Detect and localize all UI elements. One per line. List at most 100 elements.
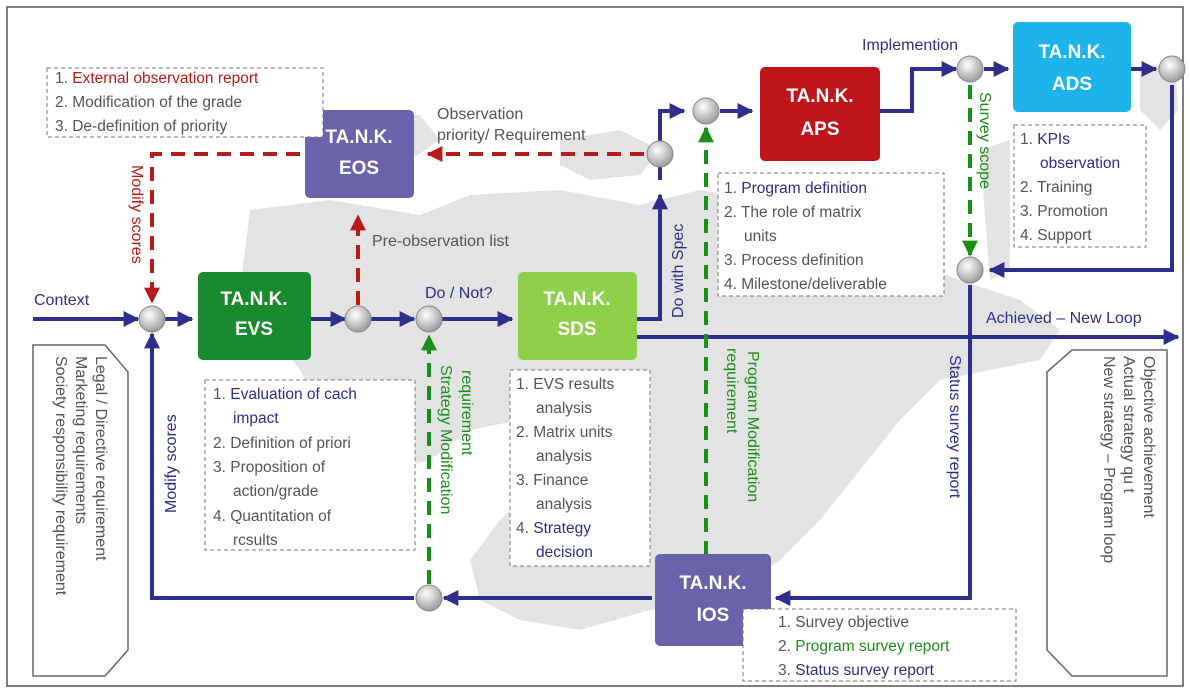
left-input-3: Society responsibility requirement [52,356,69,596]
label-observation-line1: Observation [437,106,523,123]
node-sds-line1: TA.N.K. [543,289,610,310]
note-ads-1-text: KPIs [1037,131,1070,148]
node-ios: TA.N.K. IOS [655,554,771,646]
note-sds-3: 3. Finance [516,472,588,489]
flow-modify-scores-return [144,332,414,600]
flow-aps-to-hub [880,61,958,113]
note-eos-1-text: External observation report [72,70,259,87]
note-evs-3b: action/grade [233,483,318,500]
flow-status-survey-to-ios [774,285,972,606]
red-feedback-lines [144,146,644,305]
hub-node-context [138,305,166,333]
left-input-1: Legal / Directive requirement [92,356,109,561]
hub-node-aps-in [692,97,720,125]
node-eos-line2: EOS [339,158,379,179]
label-implemention: Implemention [862,37,958,54]
label-program-modification-line2: requirement [723,348,740,434]
note-aps-1-text: Program definition [741,180,867,197]
node-ios-line2: IOS [697,605,730,626]
note-box-evs [204,379,416,551]
label-modify-scores-blue: Modify scores [163,414,180,513]
note-ios-2: 2. Program survey report [778,638,950,655]
label-modify-scores-red: Modify scores [128,165,145,264]
node-sds-box [518,272,637,360]
note-ads-2: 2. Training [1020,179,1092,196]
note-sds-4b: decision [536,544,593,561]
node-ads-line2: ADS [1052,74,1092,95]
right-output-2: Actual strategy qu t [1120,356,1137,494]
label-survey-scope: Survey scope [976,92,993,189]
note-eos-3: 3. De-definition of priority [55,118,228,135]
node-eos-box [305,110,414,198]
node-sds: TA.N.K. SDS [518,272,637,360]
hub-node-evs-out [344,305,372,333]
note-ios-2-text: Program survey report [795,638,950,655]
node-evs-line1: TA.N.K. [220,289,287,310]
node-eos-line1: TA.N.K. [325,127,392,148]
right-outputs-shape [1046,349,1168,677]
outer-frame [6,6,1184,687]
note-evs-4b: rcsults [233,532,278,549]
hub-node-survey [956,256,984,284]
left-inputs-panel: Legal / Directive requirement Marketing … [32,344,129,677]
left-inputs-shape [32,344,129,677]
node-sds-line2: SDS [557,319,596,340]
note-aps-1: 1. Program definition [724,180,867,197]
note-sds-2: 2. Matrix units [516,424,613,441]
main-flow-lines [33,61,1180,606]
note-evs-3: 3. Proposition of [213,459,326,476]
label-achieved-new-loop: Achieved – New Loop [986,310,1142,327]
node-ios-line1: TA.N.K. [679,573,746,594]
note-sds-1: 1. EVS results [516,376,614,393]
hub-node-observation [646,140,674,168]
note-evs-1-text: Evaluation of cach [230,386,357,403]
label-do-with-spec: Do with Spec [670,224,687,318]
note-aps-3: 3. Process definition [724,252,864,269]
node-evs: TA.N.K. EVS [198,272,311,360]
right-output-1: Objective achievement [1140,356,1157,518]
node-evs-box [198,272,311,360]
note-ios-1: 1. Survey objective [778,614,909,631]
label-strategy-modification-line2: requirement [458,370,475,456]
node-aps-line2: APS [800,119,839,140]
note-sds-4-text: Strategy [533,520,591,537]
note-aps-4: 4. Milestone/deliverable [724,276,887,293]
node-evs-line2: EVS [235,319,273,340]
right-output-3: New strategy – Program loop [1100,356,1117,563]
note-evs-1b: impact [233,410,279,427]
note-eos-2: 2. Modification of the grade [55,94,242,111]
hub-node-do-not [415,305,443,333]
note-aps-2: 2. The role of matrix [724,204,862,221]
note-box-eos [46,67,324,138]
label-do-not: Do / Not? [425,285,493,302]
label-observation-line2: priority/ Requirement [437,127,586,144]
note-sds-4: 4. Strategy [516,520,591,537]
note-box-ads [1013,124,1147,248]
note-ads-1b: observation [1040,155,1120,172]
label-context: Context [34,292,90,309]
hub-node-ads-out [1158,55,1186,83]
node-ads: TA.N.K. ADS [1013,22,1131,112]
flow-modify-scores-red [144,152,300,304]
label-program-modification-line1: Program Modification [744,351,761,502]
note-ads-3: 3. Promotion [1020,203,1108,220]
note-eos-1: 1. External observation report [55,70,259,87]
label-status-survey-report: Status survey report [946,355,963,499]
flow-sds-to-hub [637,193,668,321]
hub-node-strategy [415,584,443,612]
note-sds-3b: analysis [536,496,592,513]
node-aps-line1: TA.N.K. [786,86,853,107]
note-evs-4: 4. Quantitation of [213,508,332,525]
node-aps-box [760,67,880,161]
node-aps: TA.N.K. APS [760,67,880,161]
hub-node-implemention [956,55,984,83]
note-ads-1: 1. KPIs [1020,131,1070,148]
label-pre-observation-list: Pre-observation list [372,233,510,250]
note-ios-3: 3. Status survey report [778,662,935,679]
node-ios-box [655,554,771,646]
note-box-aps [717,172,945,297]
note-evs-2: 2. Definition of priori [213,435,351,452]
label-strategy-modification-line1: Strategy Modification [437,365,454,514]
note-sds-1b: analysis [536,400,592,417]
